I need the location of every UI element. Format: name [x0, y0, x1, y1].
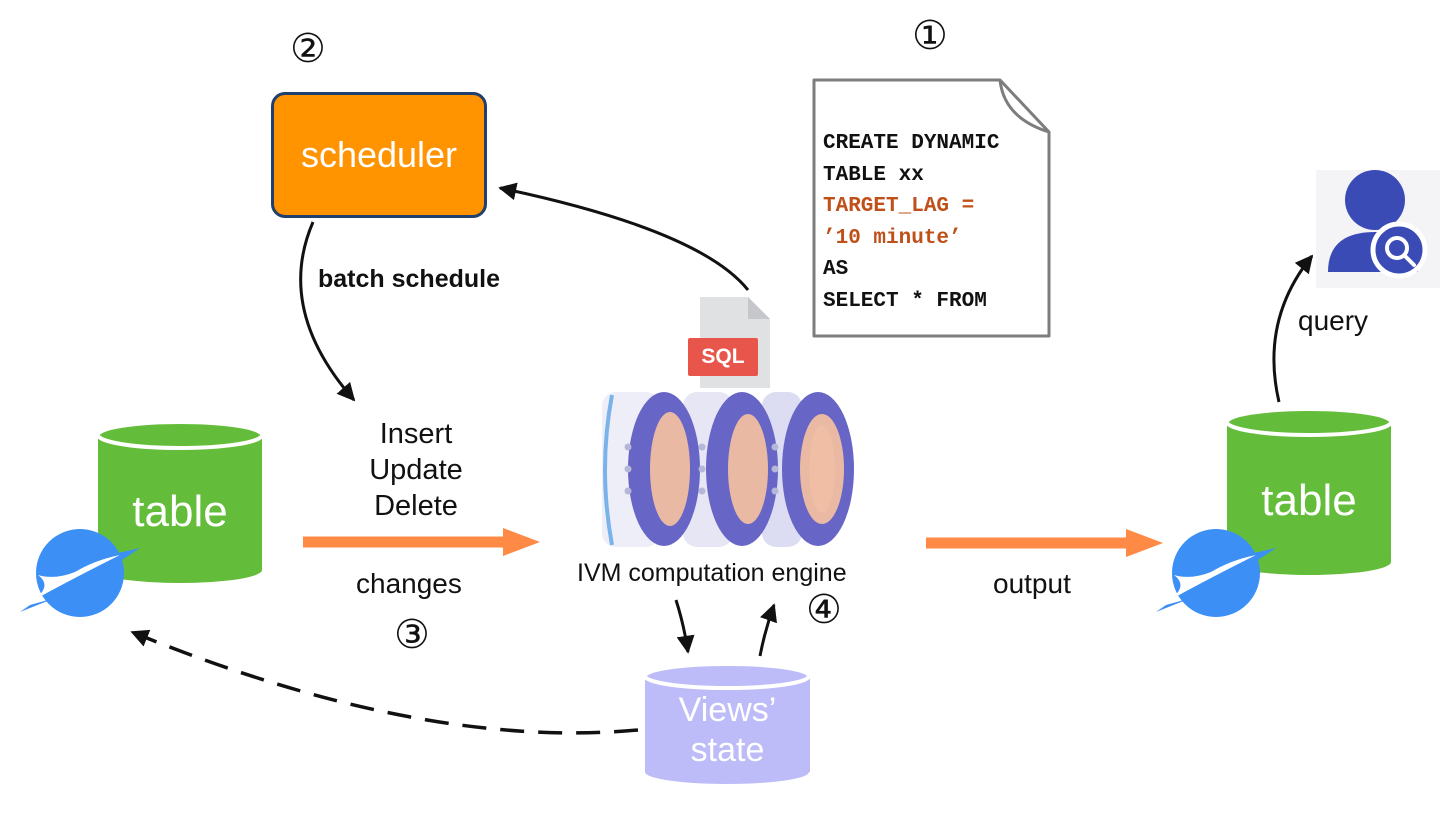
- source-table-label: table: [132, 487, 228, 536]
- ivm-engine-icon: [602, 392, 854, 547]
- step-marker-one: ①: [912, 14, 948, 58]
- output-label: output: [993, 568, 1071, 599]
- step-marker-four: ④: [806, 588, 842, 632]
- sql-line-highlight: TARGET_LAG =: [823, 195, 975, 218]
- sql-code: CREATE DYNAMIC TABLE xx TARGET_LAG = ’10…: [823, 128, 999, 317]
- dml-insert: Insert: [379, 418, 453, 450]
- target-table-cylinder: [1225, 407, 1393, 575]
- dml-label: Insert Update Delete: [336, 416, 496, 524]
- views-state-cylinder: [643, 662, 811, 784]
- arrow-refresh-dashed: [130, 629, 639, 735]
- batch-schedule-label: batch schedule: [318, 265, 500, 293]
- sql-line: SELECT * FROM: [823, 289, 987, 313]
- swift-logo-icon: [1152, 529, 1276, 617]
- dml-delete: Delete: [374, 490, 458, 522]
- arrow-state-to-engine: [758, 603, 777, 657]
- source-table-cylinder: [96, 420, 264, 583]
- arrow-output-head: [1126, 529, 1163, 557]
- sql-document: [812, 78, 1051, 338]
- arrow-batch-schedule: [299, 221, 356, 402]
- target-table-label: table: [1261, 476, 1357, 525]
- arrow-to-scheduler: [498, 182, 750, 291]
- sql-badge: SQL: [688, 338, 758, 376]
- step-marker-two: ②: [290, 27, 326, 71]
- scheduler-box: scheduler: [271, 92, 487, 218]
- scheduler-label: scheduler: [300, 134, 458, 175]
- step-marker-three: ③: [394, 613, 430, 657]
- views-state-line1: Views’: [678, 691, 777, 729]
- engine-label: IVM computation engine: [577, 559, 847, 587]
- query-label: query: [1298, 305, 1369, 336]
- user-search-icon: [1316, 170, 1440, 288]
- swift-logo-icon: [16, 529, 140, 617]
- sql-document-fold: [998, 79, 1050, 134]
- dml-update: Update: [369, 454, 463, 486]
- arrow-query: [1272, 254, 1314, 403]
- arrow-engine-to-state: [674, 599, 695, 654]
- views-state-line2: state: [690, 731, 765, 769]
- sql-line: TABLE xx: [823, 163, 924, 187]
- views-state-label: Views’ state: [645, 690, 810, 770]
- changes-label: changes: [356, 568, 462, 599]
- sql-line: AS: [823, 258, 849, 281]
- sql-line: CREATE DYNAMIC: [823, 132, 1000, 155]
- sql-line-highlight: ’10 minute’: [823, 226, 962, 250]
- arrow-changes-head: [503, 528, 540, 556]
